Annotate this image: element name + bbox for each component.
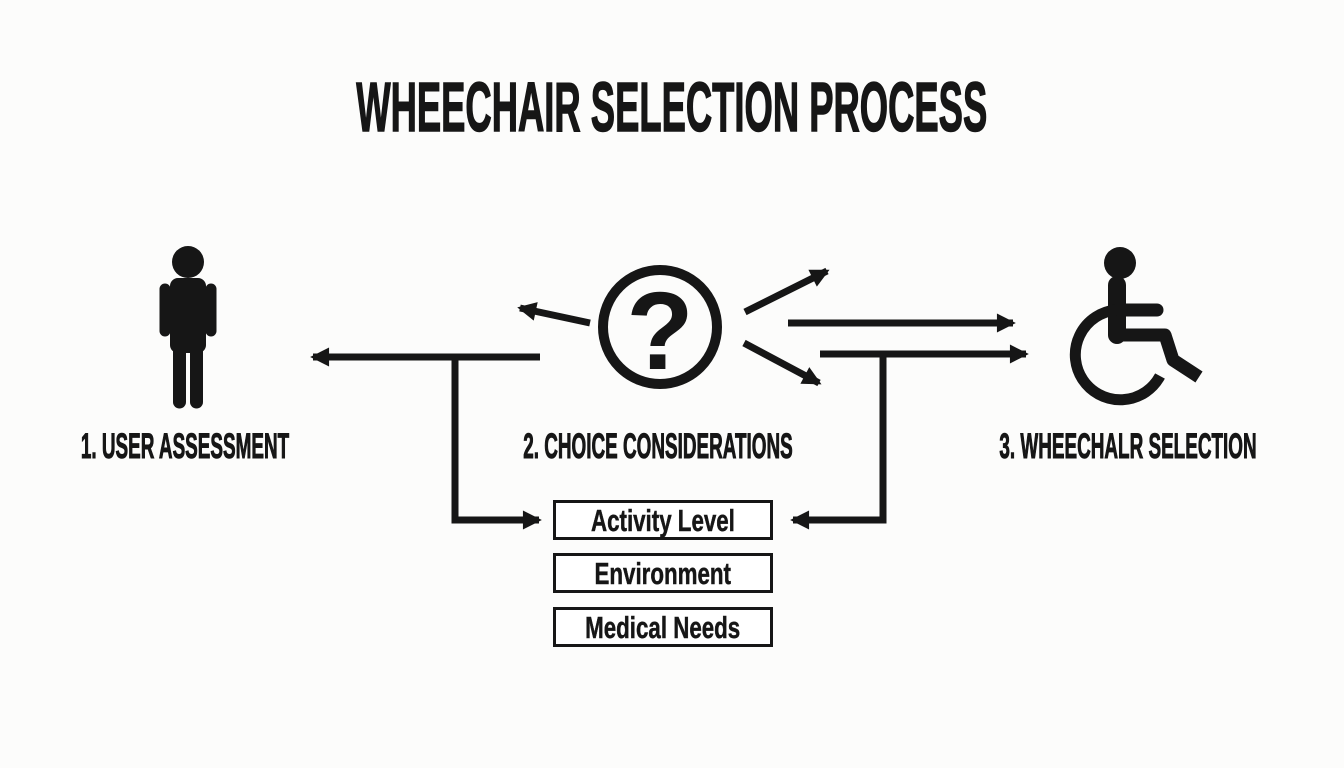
consideration-label: Activity Level — [591, 502, 735, 538]
step-label-text: 3. WHEECHALR SELECTION — [999, 427, 1257, 466]
consideration-box-activity-level: Activity Level — [553, 500, 773, 540]
step-label-choice-considerations: 2. CHOICE CONSIDERATIONS — [408, 427, 907, 466]
consideration-box-environment: Environment — [553, 553, 773, 593]
arrow-circle-down-right — [742, 339, 822, 387]
step-label-text: 2. CHOICE CONSIDERATIONS — [523, 427, 793, 466]
consideration-label: Medical Needs — [585, 609, 741, 645]
consideration-label: Environment — [594, 555, 732, 591]
consideration-box-medical-needs: Medical Needs — [553, 607, 773, 647]
person-icon — [159, 246, 217, 409]
page-title: WHEECHAIR SELECTION PROCESS — [356, 68, 988, 146]
arrow-left-branch-to-activity-level — [451, 353, 542, 530]
question-mark-glyph: ? — [626, 270, 693, 393]
diagram-arrows — [310, 267, 1029, 530]
arrow-circle-up-right — [743, 267, 830, 316]
title-row: WHEECHAIR SELECTION PROCESS — [0, 68, 1344, 146]
step-label-text: 1. USER ASSESSMENT — [80, 427, 290, 466]
arrow-circle-to-left-short — [517, 302, 591, 327]
step-label-user-assessment: 1. USER ASSESSMENT — [0, 427, 378, 466]
question-circle-icon: ? — [598, 265, 722, 393]
arrow-right-branch-to-activity-level — [790, 350, 887, 530]
wheelchair-icon — [1069, 247, 1203, 406]
step-label-wheelchair-selection: 3. WHEECHALR SELECTION — [890, 427, 1344, 466]
